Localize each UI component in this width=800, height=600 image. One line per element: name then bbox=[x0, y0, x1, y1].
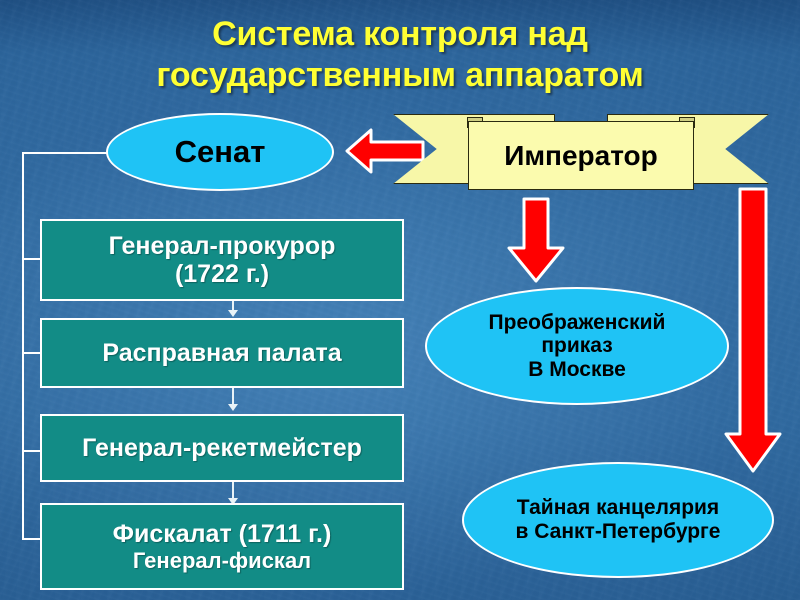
bracket-vertical-spine bbox=[22, 152, 24, 540]
node-senat[interactable]: Сенат bbox=[106, 113, 334, 191]
senat-branch-box-4-line2: Генерал-фискал bbox=[132, 548, 312, 574]
node-preobrazhensky[interactable]: Преображенский приказ В Москве bbox=[425, 287, 729, 405]
connector-box3-box4 bbox=[232, 482, 234, 500]
connector-box2-box3 bbox=[232, 388, 234, 406]
title-line-2: государственным аппаратом bbox=[156, 56, 644, 95]
connector-box2-box3-arrowhead bbox=[228, 404, 238, 411]
ribbon-panel: Император bbox=[468, 121, 694, 190]
senat-branch-box-1-line1: Генерал-прокурор bbox=[108, 231, 336, 260]
node-imperator-label: Император bbox=[504, 139, 658, 171]
node-preobrazhensky-line3: В Москве bbox=[528, 357, 626, 381]
connector-box1-box2 bbox=[232, 301, 234, 312]
bracket-stub-2 bbox=[22, 352, 42, 354]
senat-branch-box-1[interactable]: Генерал-прокурор (1722 г.) bbox=[40, 219, 404, 301]
node-preobrazhensky-line1: Преображенский bbox=[488, 310, 666, 334]
node-tainaya-line2: в Санкт-Петербурге bbox=[515, 520, 721, 543]
senat-branch-box-3[interactable]: Генерал-рекетмейстер bbox=[40, 414, 404, 482]
connector-box3-box4-arrowhead bbox=[228, 498, 238, 505]
arrow-imperator-to-preobrazhensky bbox=[505, 196, 567, 284]
bracket-top-horizontal bbox=[22, 152, 108, 154]
arrow-imperator-to-senat bbox=[345, 126, 425, 176]
node-senat-label: Сенат bbox=[174, 133, 266, 169]
senat-branch-box-4[interactable]: Фискалат (1711 г.) Генерал-фискал bbox=[40, 503, 404, 590]
bracket-stub-3 bbox=[22, 450, 42, 452]
title-line-1: Система контроля над bbox=[212, 15, 588, 53]
senat-branch-box-3-line1: Генерал-рекетмейстер bbox=[82, 433, 362, 462]
arrow-imperator-to-tainaya bbox=[722, 186, 784, 474]
senat-branch-box-1-line2: (1722 г.) bbox=[174, 260, 270, 288]
node-imperator[interactable]: Император bbox=[393, 110, 769, 190]
connector-box1-box2-arrowhead bbox=[228, 310, 238, 317]
page-title: Система контроля над государственным апп… bbox=[50, 14, 750, 96]
senat-branch-box-2[interactable]: Расправная палата bbox=[40, 318, 404, 388]
node-tainaya[interactable]: Тайная канцелярия в Санкт-Петербурге bbox=[462, 462, 774, 578]
senat-branch-box-4-line1: Фискалат (1711 г.) bbox=[112, 519, 332, 548]
node-preobrazhensky-line2: приказ bbox=[541, 334, 613, 358]
bracket-stub-4 bbox=[22, 538, 42, 540]
node-tainaya-line1: Тайная канцелярия bbox=[516, 496, 720, 520]
senat-branch-box-2-line1: Расправная палата bbox=[102, 338, 342, 367]
bracket-stub-1 bbox=[22, 258, 42, 260]
